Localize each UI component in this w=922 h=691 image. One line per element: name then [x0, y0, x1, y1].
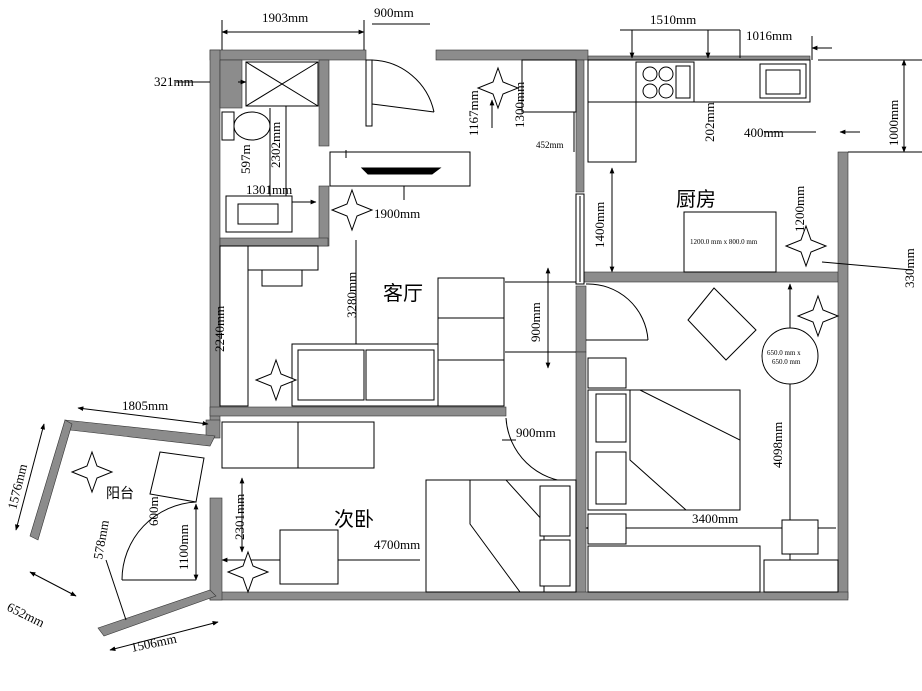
dim-2240: 2240mm — [212, 306, 227, 352]
dim-1805: 1805mm — [122, 398, 168, 413]
desk-chair — [279, 529, 339, 585]
dim-1900: 1900mm — [374, 206, 420, 221]
plant-icon-2 — [330, 188, 374, 232]
dim-1903: 1903mm — [262, 10, 308, 25]
dim-578: 578mm — [90, 519, 112, 561]
dim-900-bed: 900mm — [516, 425, 556, 440]
dim-1510: 1510mm — [650, 12, 696, 27]
dim-600: 600m — [146, 496, 161, 526]
dim-400: 400mm — [744, 125, 784, 140]
round-table — [761, 327, 819, 385]
sofa-chaise — [437, 277, 505, 407]
dim-1200: 1200mm — [792, 186, 807, 232]
round-table-size-line1: 650.0 mm x — [767, 349, 801, 357]
kitchen-table-size: 1200.0 mm x 800.0 mm — [690, 238, 758, 246]
plant-icon-3 — [254, 358, 298, 402]
tv — [360, 167, 442, 175]
cabinet — [587, 545, 761, 593]
label-kitchen: 厨房 — [676, 187, 716, 211]
dimension-labels: 1903mm 900mm 1510mm 1016mm 321mm 1167mm … — [4, 5, 917, 655]
toilet — [233, 111, 271, 141]
armchair — [687, 287, 757, 361]
dim-4700: 4700mm — [374, 537, 420, 552]
dim-2302: 2302mm — [268, 122, 283, 168]
dim-4098: 4098mm — [770, 422, 785, 468]
kitchen-table — [683, 211, 777, 273]
dim-2301: 2301mm — [232, 494, 247, 540]
dim-452: 452mm — [536, 140, 564, 150]
plant-icon-4 — [784, 224, 828, 268]
washing-machine — [149, 451, 205, 503]
walls — [29, 49, 849, 637]
furniture — [149, 59, 839, 593]
dim-3400: 3400mm — [692, 511, 738, 526]
label-balcony: 阳台 — [106, 486, 134, 502]
dim-1301: 1301mm — [246, 182, 292, 197]
dim-652: 652mm — [5, 599, 47, 630]
plants — [70, 66, 840, 594]
doors — [121, 59, 649, 581]
dim-1100: 1100mm — [176, 524, 191, 570]
dim-3280: 3280mm — [344, 272, 359, 318]
plant-icon-6 — [226, 550, 270, 594]
dim-330: 330mm — [902, 248, 917, 288]
label-second-bedroom: 次卧 — [334, 507, 374, 531]
round-table-size-line2: 650.0 mm — [772, 358, 801, 366]
dim-1576: 1576mm — [4, 462, 30, 510]
dim-900-living: 900mm — [528, 302, 543, 342]
dim-1167: 1167mm — [466, 90, 481, 136]
dim-202: 202mm — [702, 102, 717, 142]
label-living: 客厅 — [383, 281, 423, 305]
dim-1506: 1506mm — [130, 631, 178, 655]
dim-321: 321mm — [154, 74, 194, 89]
plant-icon-5 — [796, 294, 840, 338]
plant-icon-1 — [476, 66, 520, 110]
dim-1300: 1300mm — [512, 82, 527, 128]
dim-1000: 1000mm — [886, 100, 901, 146]
plant-icon-7 — [70, 450, 114, 494]
bathroom-sink — [225, 195, 293, 233]
dim-900-top: 900mm — [374, 5, 414, 20]
dim-597: 597m — [238, 144, 253, 174]
dim-1016: 1016mm — [746, 28, 792, 43]
dim-1400: 1400mm — [592, 202, 607, 248]
